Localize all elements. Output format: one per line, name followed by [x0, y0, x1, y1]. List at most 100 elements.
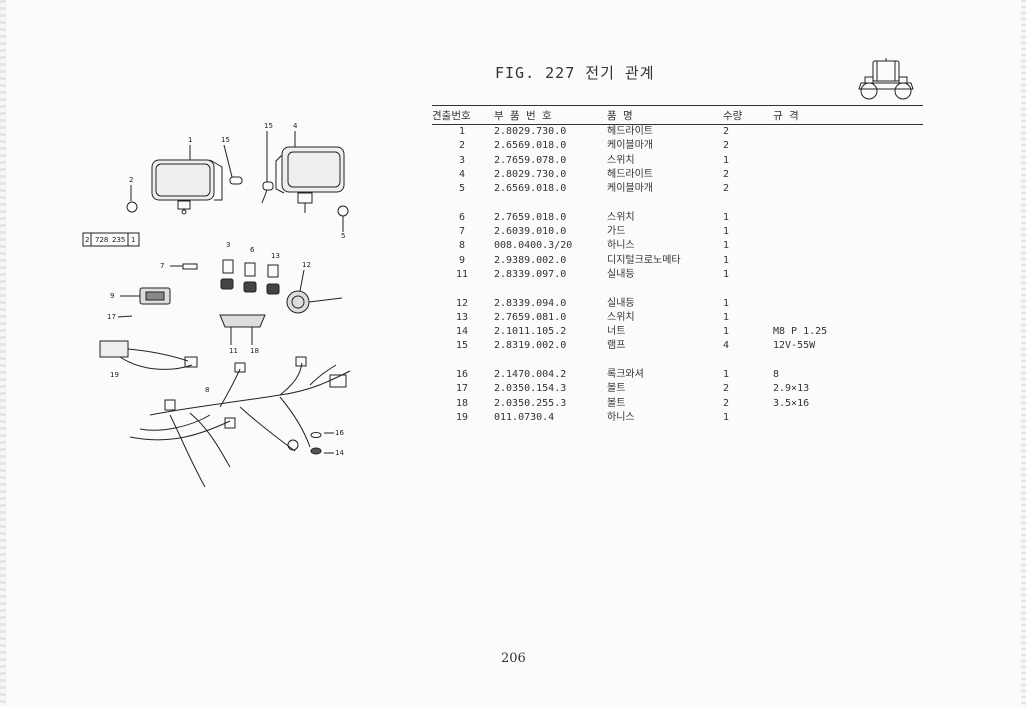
cell-quantity: 1 — [723, 226, 730, 238]
cell-part-name: 하니스 — [607, 240, 635, 252]
cell-quantity: 1 — [723, 154, 730, 166]
callout-7: 7 — [160, 262, 164, 270]
cell-part-number: 2.8029.730.0 — [494, 168, 567, 180]
cell-quantity: 1 — [723, 311, 730, 323]
chronometer-drawing — [139, 287, 171, 305]
callout-8: 8 — [205, 386, 209, 394]
cell-specification — [773, 254, 923, 268]
cell-specification: 3.5×16 — [773, 397, 810, 409]
cell-part-number: 2.8319.002.0 — [494, 340, 567, 352]
table-row: 11 2.8339.097.0 실내등 1 — [432, 268, 923, 282]
cell-ref-no: 11 — [455, 268, 469, 280]
group-spacer — [432, 196, 923, 210]
cell-ref-no: 5 — [458, 183, 466, 195]
cell-quantity: 1 — [723, 369, 730, 381]
cell-specification — [773, 268, 923, 282]
ref-box-c: 235 — [112, 236, 125, 244]
cell-part-number: 008.0400.3/20 — [494, 240, 573, 252]
cell-part-number: 2.0350.154.3 — [494, 383, 567, 395]
cell-specification — [773, 297, 923, 311]
cell-specification: M8 P 1.25 — [773, 326, 828, 338]
callout-19: 19 — [110, 371, 119, 379]
callout-15b: 15 — [264, 122, 273, 130]
cell-ref-no: 6 — [458, 211, 466, 223]
cell-quantity: 2 — [723, 183, 730, 195]
headlight-right-drawing — [275, 146, 345, 213]
guard-drawing — [182, 263, 198, 270]
callout-5: 5 — [341, 232, 345, 240]
cell-ref-no: 15 — [455, 340, 469, 352]
cell-part-name: 스위치 — [607, 154, 635, 166]
header-part-number: 부 품 번 호 — [492, 105, 607, 125]
cell-quantity: 2 — [723, 126, 730, 137]
electrical-parts-diagram: 2 728 235 1 — [82, 122, 351, 488]
cell-part-number: 2.6569.018.0 — [494, 140, 567, 152]
cell-specification — [773, 182, 923, 196]
cell-part-name: 케이블마개 — [607, 183, 653, 195]
figure-title: FIG. 227 전기 관계 — [495, 64, 655, 82]
header-specification: 규 격 — [773, 105, 923, 125]
cell-quantity: 2 — [723, 397, 730, 409]
cell-part-number: 2.7659.078.0 — [494, 154, 567, 166]
cell-ref-no: 7 — [458, 226, 466, 238]
cell-ref-no: 19 — [455, 411, 469, 423]
cell-quantity: 1 — [723, 268, 730, 280]
scan-edge-left — [0, 0, 6, 707]
cable-cap-5-drawing — [337, 205, 349, 217]
leader-lines — [117, 131, 344, 454]
callout-11: 11 — [229, 347, 238, 355]
main-harness-8-drawing — [129, 356, 351, 488]
cell-part-name: 디지털크로노메타 — [607, 254, 681, 266]
callout-13: 13 — [271, 252, 280, 260]
group-spacer — [432, 354, 923, 368]
cell-ref-no: 9 — [458, 254, 466, 266]
cell-ref-no: 14 — [455, 326, 469, 338]
reference-code-box: 2 728 235 1 — [82, 232, 140, 247]
callout-6: 6 — [250, 246, 255, 254]
cell-part-number: 2.8339.097.0 — [494, 268, 567, 280]
cable-cap-2-drawing — [126, 201, 138, 213]
cell-ref-no: 13 — [455, 311, 469, 323]
table-row: 18 2.0350.255.3 볼트 2 3.5×16 — [432, 397, 923, 411]
callout-9: 9 — [110, 292, 114, 300]
callout-18: 18 — [250, 347, 259, 355]
cell-ref-no: 1 — [458, 126, 466, 137]
headlight-left-drawing — [151, 159, 223, 215]
cell-specification — [773, 125, 923, 140]
cell-part-name: 하니스 — [607, 411, 635, 423]
cell-part-name: 헤드라이트 — [607, 168, 653, 180]
cell-specification — [773, 168, 923, 182]
cell-specification — [773, 211, 923, 225]
cell-part-number: 011.0730.4 — [494, 411, 555, 423]
cell-quantity: 2 — [723, 140, 730, 152]
page-number: 206 — [501, 651, 526, 666]
cell-part-name: 실내등 — [607, 297, 635, 309]
cell-specification: 2.9×13 — [773, 383, 810, 395]
cell-part-number: 2.8339.094.0 — [494, 297, 567, 309]
cell-ref-no: 8 — [458, 240, 466, 252]
switch-drawings — [220, 259, 280, 295]
header-ref-no: 견출번호 — [432, 105, 492, 125]
cell-part-number: 2.1470.004.2 — [494, 369, 567, 381]
cell-part-number: 2.6039.010.0 — [494, 226, 567, 238]
cell-quantity: 1 — [723, 211, 730, 223]
tractor-icon — [858, 58, 914, 100]
ref-box-a: 2 — [85, 236, 89, 244]
cell-quantity: 2 — [723, 383, 730, 395]
cell-part-number: 2.0350.255.3 — [494, 397, 567, 409]
cell-quantity: 1 — [723, 254, 730, 266]
cell-part-name: 록크와셔 — [607, 369, 644, 381]
cell-ref-no: 18 — [455, 397, 469, 409]
cell-ref-no: 17 — [455, 383, 469, 395]
cell-part-name: 실내등 — [607, 268, 635, 280]
cell-part-name: 볼트 — [607, 397, 626, 409]
